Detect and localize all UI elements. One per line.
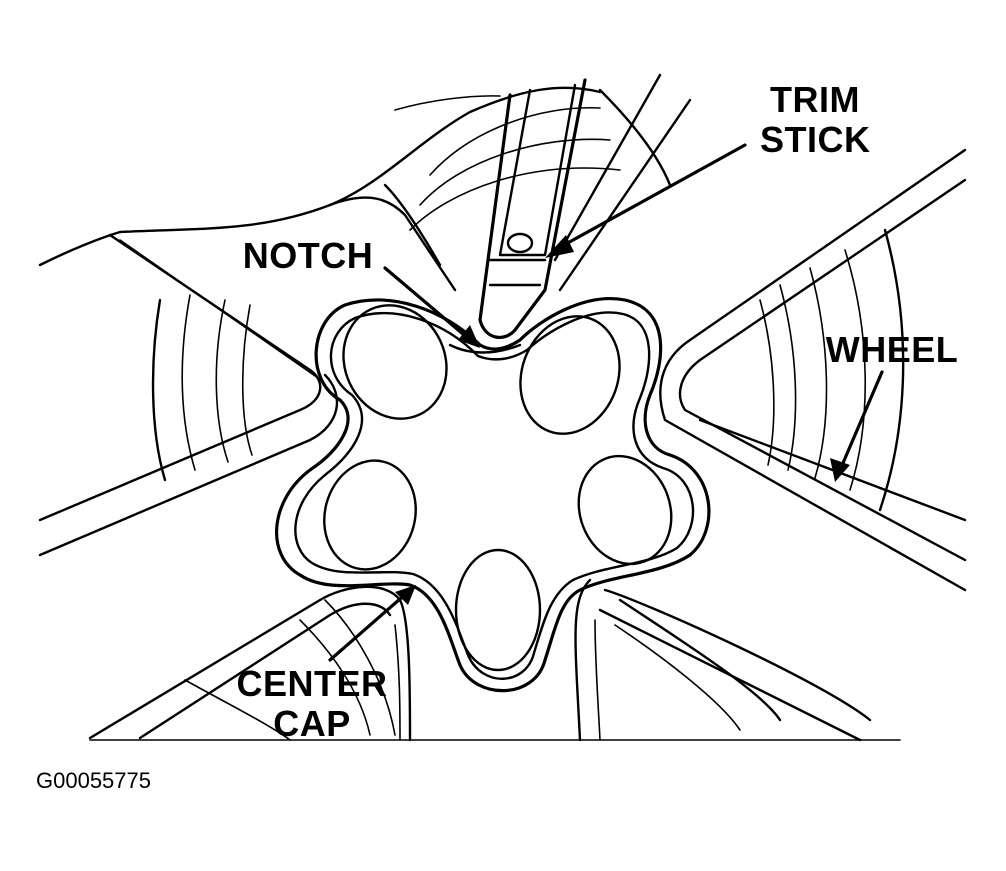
trim-stick-label: TRIM STICK — [760, 80, 870, 160]
wheel-spokes — [38, 148, 967, 742]
trim-stick-arrowhead — [545, 235, 574, 258]
center-cap-label-line2: CAP — [273, 703, 351, 744]
center-cap-arrowhead — [395, 585, 416, 605]
wheel-rim-arcs — [151, 228, 905, 741]
pointer-arrows — [328, 143, 884, 662]
trim-stick-label-line2: STICK — [760, 119, 871, 160]
trim-stick-tool — [478, 73, 692, 339]
notch-label: NOTCH — [242, 235, 374, 276]
center-cap — [275, 297, 711, 693]
wheel-label: WHEEL — [825, 329, 959, 370]
trim-stick-label-line1: TRIM — [770, 79, 860, 120]
figure-id: G00055775 — [36, 768, 151, 793]
wheel-arrowhead — [830, 458, 850, 482]
center-cap-label: CENTER CAP — [232, 664, 392, 744]
center-cap-label-line1: CENTER — [236, 663, 388, 704]
notch-arrowhead — [458, 325, 480, 348]
